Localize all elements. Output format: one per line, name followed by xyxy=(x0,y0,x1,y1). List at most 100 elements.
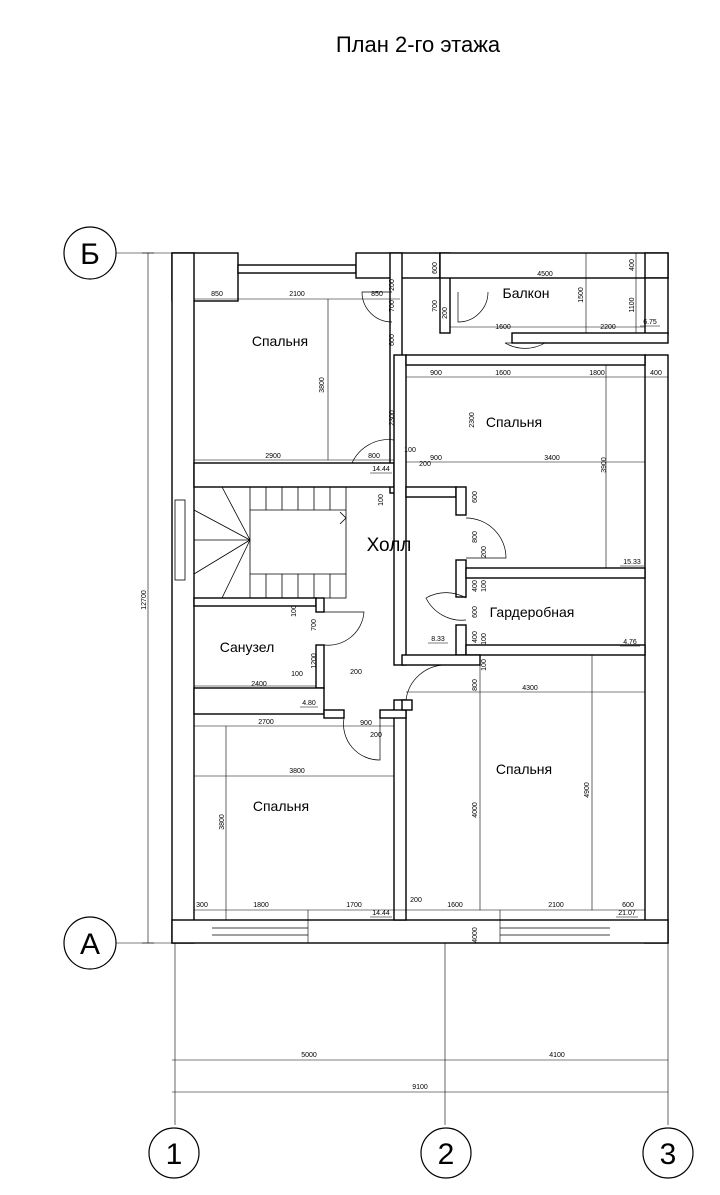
dim-label: 1600 xyxy=(495,324,511,331)
staircase xyxy=(193,486,347,599)
dim-label: 400 xyxy=(650,370,662,377)
axis-lines xyxy=(116,252,669,1125)
dim-label: 4000 xyxy=(472,802,479,818)
dim-label: 400 xyxy=(472,631,479,643)
dim-label: 1700 xyxy=(346,902,362,909)
dimension-labels: 850 2100 850 4500 1600 2200 900 1600 180… xyxy=(141,259,662,1091)
room-label-bathroom: Санузел xyxy=(220,639,275,655)
room-label-hall: Холл xyxy=(367,535,412,556)
room-label-bedroom-ne: Спальня xyxy=(486,414,542,430)
dim-label: 100 xyxy=(291,605,298,617)
dim-label: 600 xyxy=(472,606,479,618)
dim-label: 1800 xyxy=(253,902,269,909)
dim-label: 800 xyxy=(472,679,479,691)
interior-dimension-lines xyxy=(194,253,668,943)
dim-label: 800 xyxy=(472,531,479,543)
dim-label: 900 xyxy=(430,455,442,462)
dim-label: 850 xyxy=(211,291,223,298)
axis-bubble-a: А xyxy=(63,916,117,970)
dim-label: 2300 xyxy=(389,410,396,426)
dim-label: 2300 xyxy=(469,412,476,428)
dim-label: 9100 xyxy=(412,1084,428,1091)
dim-label: 4900 xyxy=(584,782,591,798)
dim-label: 3800 xyxy=(289,768,305,775)
room-label-balcony: Балкон xyxy=(503,285,550,301)
dim-label: 900 xyxy=(430,370,442,377)
dim-label: 1200 xyxy=(311,653,318,669)
dim-label: 3800 xyxy=(319,377,326,393)
dim-label: 4100 xyxy=(549,1052,565,1059)
dim-label: 1600 xyxy=(495,370,511,377)
area-bathroom: 4.80 xyxy=(302,700,316,707)
dim-label: 100 xyxy=(404,447,416,454)
axis-bubble-3: 3 xyxy=(642,1127,694,1179)
dim-label: 1500 xyxy=(578,287,585,303)
axis-bubble-b: Б xyxy=(63,226,117,280)
dim-label: 4500 xyxy=(537,271,553,278)
dim-label: 400 xyxy=(629,259,636,271)
dim-label: 700 xyxy=(432,300,439,312)
area-underlines xyxy=(300,325,660,918)
dim-label: 4000 xyxy=(472,927,479,943)
walls xyxy=(171,252,669,944)
dim-label: 5000 xyxy=(301,1052,317,1059)
room-label-bedroom-se: Спальня xyxy=(496,761,552,777)
dim-label: 1600 xyxy=(447,902,463,909)
area-bedroom-se: 21.07 xyxy=(618,910,636,917)
overall-dimensions xyxy=(142,252,668,1093)
area-bedroom-ne: 15.33 xyxy=(623,559,641,566)
dim-label: 200 xyxy=(370,732,382,739)
svg-text:Б: Б xyxy=(80,238,100,271)
dim-label: 100 xyxy=(378,494,385,506)
svg-text:2: 2 xyxy=(438,1138,455,1171)
dim-label: 4300 xyxy=(522,685,538,692)
dim-label: 300 xyxy=(196,902,208,909)
dim-label: 2900 xyxy=(265,453,281,460)
dim-label: 900 xyxy=(360,720,372,727)
dim-label: 100 xyxy=(481,659,488,671)
dim-label: 2400 xyxy=(251,681,267,688)
room-label-wardrobe: Гардеробная xyxy=(490,604,575,620)
dim-label: 2100 xyxy=(548,902,564,909)
dim-label: 3400 xyxy=(544,455,560,462)
dim-label: 200 xyxy=(350,669,362,676)
dim-label: 800 xyxy=(368,453,380,460)
dim-label: 100 xyxy=(481,580,488,592)
dim-label: 3800 xyxy=(219,814,226,830)
dim-label: 200 xyxy=(419,461,431,468)
room-label-bedroom-nw: Спальня xyxy=(252,333,308,349)
dim-label: 600 xyxy=(432,262,439,274)
dim-label: 600 xyxy=(472,491,479,503)
dim-label: 200 xyxy=(389,279,396,291)
dim-label: 700 xyxy=(389,300,396,312)
room-label-bedroom-sw: Спальня xyxy=(253,798,309,814)
area-bedroom-sw: 14.44 xyxy=(372,910,390,917)
dim-label: 600 xyxy=(389,334,396,346)
dim-label: 2100 xyxy=(289,291,305,298)
dim-label: 700 xyxy=(311,619,318,631)
area-hall: 14.44 xyxy=(372,466,390,473)
dim-label: 200 xyxy=(410,897,422,904)
axis-bubble-1: 1 xyxy=(148,1127,200,1179)
area-wardrobe: 4.76 xyxy=(623,639,637,646)
dim-label: 12700 xyxy=(141,590,148,610)
dim-label: 1100 xyxy=(629,297,636,312)
dim-label: 400 xyxy=(472,580,479,592)
dim-label: 200 xyxy=(442,307,449,319)
area-wardrobe-hall: 8.33 xyxy=(431,636,445,643)
dim-label: 100 xyxy=(481,633,488,645)
axis-bubble-2: 2 xyxy=(420,1127,472,1179)
doors xyxy=(323,291,547,761)
dim-label: 2200 xyxy=(600,324,616,331)
dim-label: 200 xyxy=(481,546,488,558)
plan-title: План 2-го этажа xyxy=(336,32,501,57)
svg-text:А: А xyxy=(80,928,100,961)
dim-label: 850 xyxy=(371,291,383,298)
dim-label: 2700 xyxy=(258,719,274,726)
svg-text:1: 1 xyxy=(166,1138,183,1171)
dim-label: 3900 xyxy=(601,457,608,473)
svg-text:3: 3 xyxy=(660,1138,677,1171)
dim-label: 1800 xyxy=(589,370,605,377)
dim-label: 100 xyxy=(291,671,303,678)
